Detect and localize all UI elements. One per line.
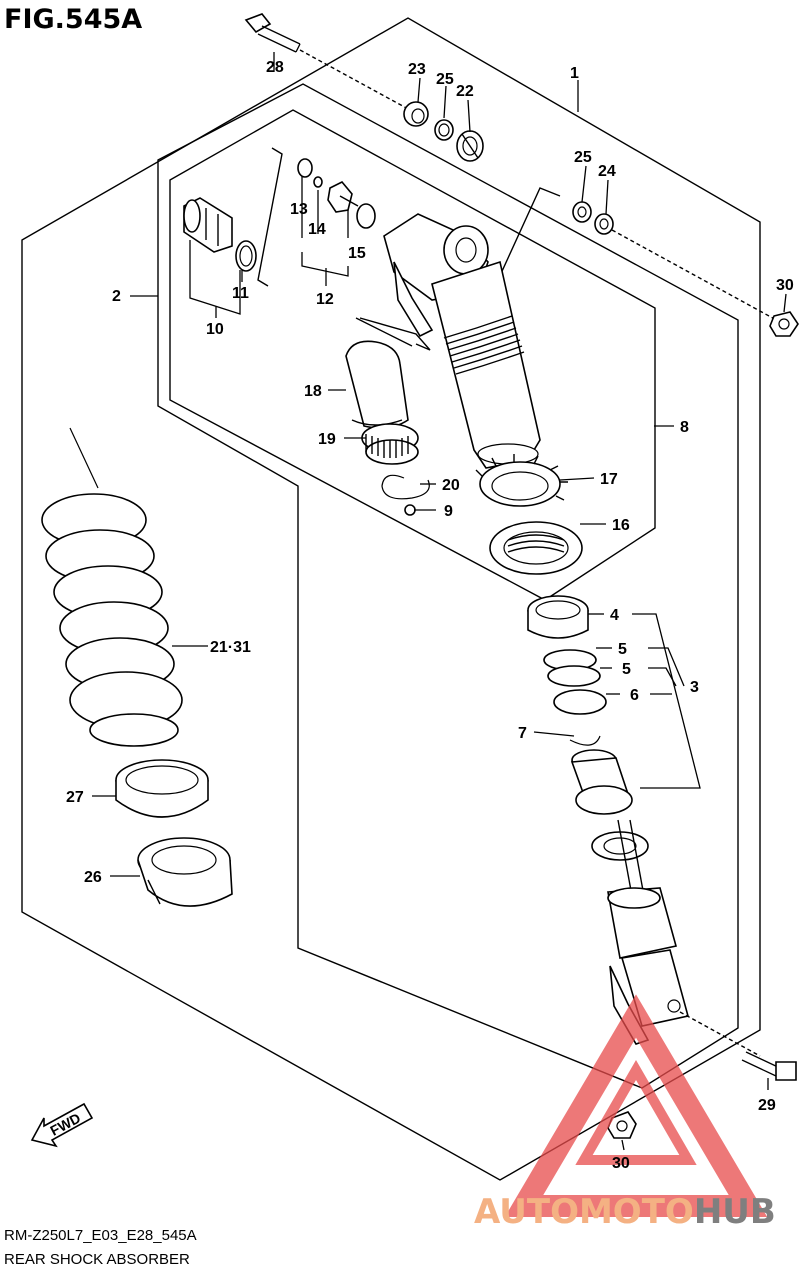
axis-line-top (611, 229, 781, 323)
figure-title: FIG.545A (4, 4, 142, 35)
figure-code: RM-Z250L7_E03_E28_545A (4, 1227, 197, 1244)
bracket-reservoir-frame (359, 317, 431, 351)
callout-1: 1 (570, 65, 579, 82)
callout-13: 13 (290, 201, 308, 218)
callout-22: 22 (456, 83, 474, 100)
reservoir-cap-10 (183, 197, 233, 253)
washer-5b (547, 665, 601, 687)
callout-5a: 5 (618, 641, 627, 658)
callout-23: 23 (408, 61, 426, 78)
seal-25-top (434, 119, 454, 141)
spring-seat-27 (115, 759, 209, 818)
callout-2: 2 (112, 288, 121, 305)
nut-30-top (769, 311, 799, 337)
o-ring-14-small (313, 176, 323, 188)
valve-14 (327, 181, 359, 213)
assembly-outline-1 (21, 17, 761, 1181)
bladder-18 (345, 340, 409, 429)
callout-14: 14 (308, 221, 326, 238)
stopper-26 (137, 837, 233, 907)
callout-25b: 25 (574, 149, 592, 166)
callout-27: 27 (66, 789, 84, 806)
watermark-text: AUTOMOTOHUB (474, 1192, 776, 1232)
o-ring-15 (356, 203, 376, 229)
callout-3: 3 (690, 679, 699, 696)
o-ring-13 (297, 158, 313, 178)
fwd-arrow: FWD (30, 1102, 94, 1148)
callout-29: 29 (758, 1097, 776, 1114)
collar-4 (527, 595, 589, 639)
bushing-24 (594, 213, 614, 235)
callout-11: 11 (232, 285, 249, 302)
callout-24: 24 (598, 163, 616, 180)
callout-17: 17 (600, 471, 618, 488)
callout-21-31: 21·31 (210, 639, 251, 656)
piston-rod-assembly (570, 749, 689, 1045)
callout-10: 10 (206, 321, 224, 338)
ball-9 (404, 504, 416, 516)
automotohub-watermark-logo (504, 994, 768, 1217)
callout-18: 18 (304, 383, 322, 400)
watermark-part1: AUTOMOTO (474, 1192, 694, 1232)
callout-30a: 30 (776, 277, 794, 294)
callout-26: 26 (84, 869, 102, 886)
clip-7 (569, 735, 601, 746)
cap-19 (361, 423, 419, 465)
bolt-28 (244, 13, 411, 111)
o-ring-11 (235, 240, 257, 272)
callout-labels: 1 2 3 4 5 5 6 7 8 9 10 11 12 13 14 15 16… (66, 59, 794, 1172)
callout-8: 8 (680, 419, 689, 436)
seal-25-side (572, 201, 592, 223)
callout-20: 20 (442, 477, 460, 494)
watermark-part2: HUB (694, 1192, 776, 1232)
callout-9: 9 (444, 503, 453, 520)
adjuster-nut-16 (489, 521, 583, 575)
callout-25a: 25 (436, 71, 454, 88)
callout-4: 4 (610, 607, 619, 624)
cylinder-8 (431, 260, 541, 469)
spring-21-31 (41, 427, 183, 747)
callout-6: 6 (630, 687, 639, 704)
callout-19: 19 (318, 431, 336, 448)
figure-name: REAR SHOCK ABSORBER (4, 1251, 190, 1268)
leader-lines (92, 52, 787, 1151)
axis-line-bottom (679, 1011, 761, 1057)
bolt-29 (741, 1051, 797, 1081)
bracket-mount-frame (497, 187, 561, 281)
bearing-22 (456, 130, 484, 162)
callout-12: 12 (316, 291, 334, 308)
lock-nut-17 (475, 454, 568, 507)
circlip-20 (381, 474, 430, 500)
callout-30b: 30 (612, 1155, 630, 1172)
assembly-outline-8 (169, 109, 656, 601)
collar-23 (403, 101, 429, 127)
callout-28: 28 (266, 59, 284, 76)
callout-16: 16 (612, 517, 630, 534)
callout-7: 7 (518, 725, 527, 742)
callout-15: 15 (348, 245, 366, 262)
bracket-13-frame (257, 147, 283, 287)
callout-5b: 5 (622, 661, 631, 678)
washer-6 (553, 689, 607, 715)
